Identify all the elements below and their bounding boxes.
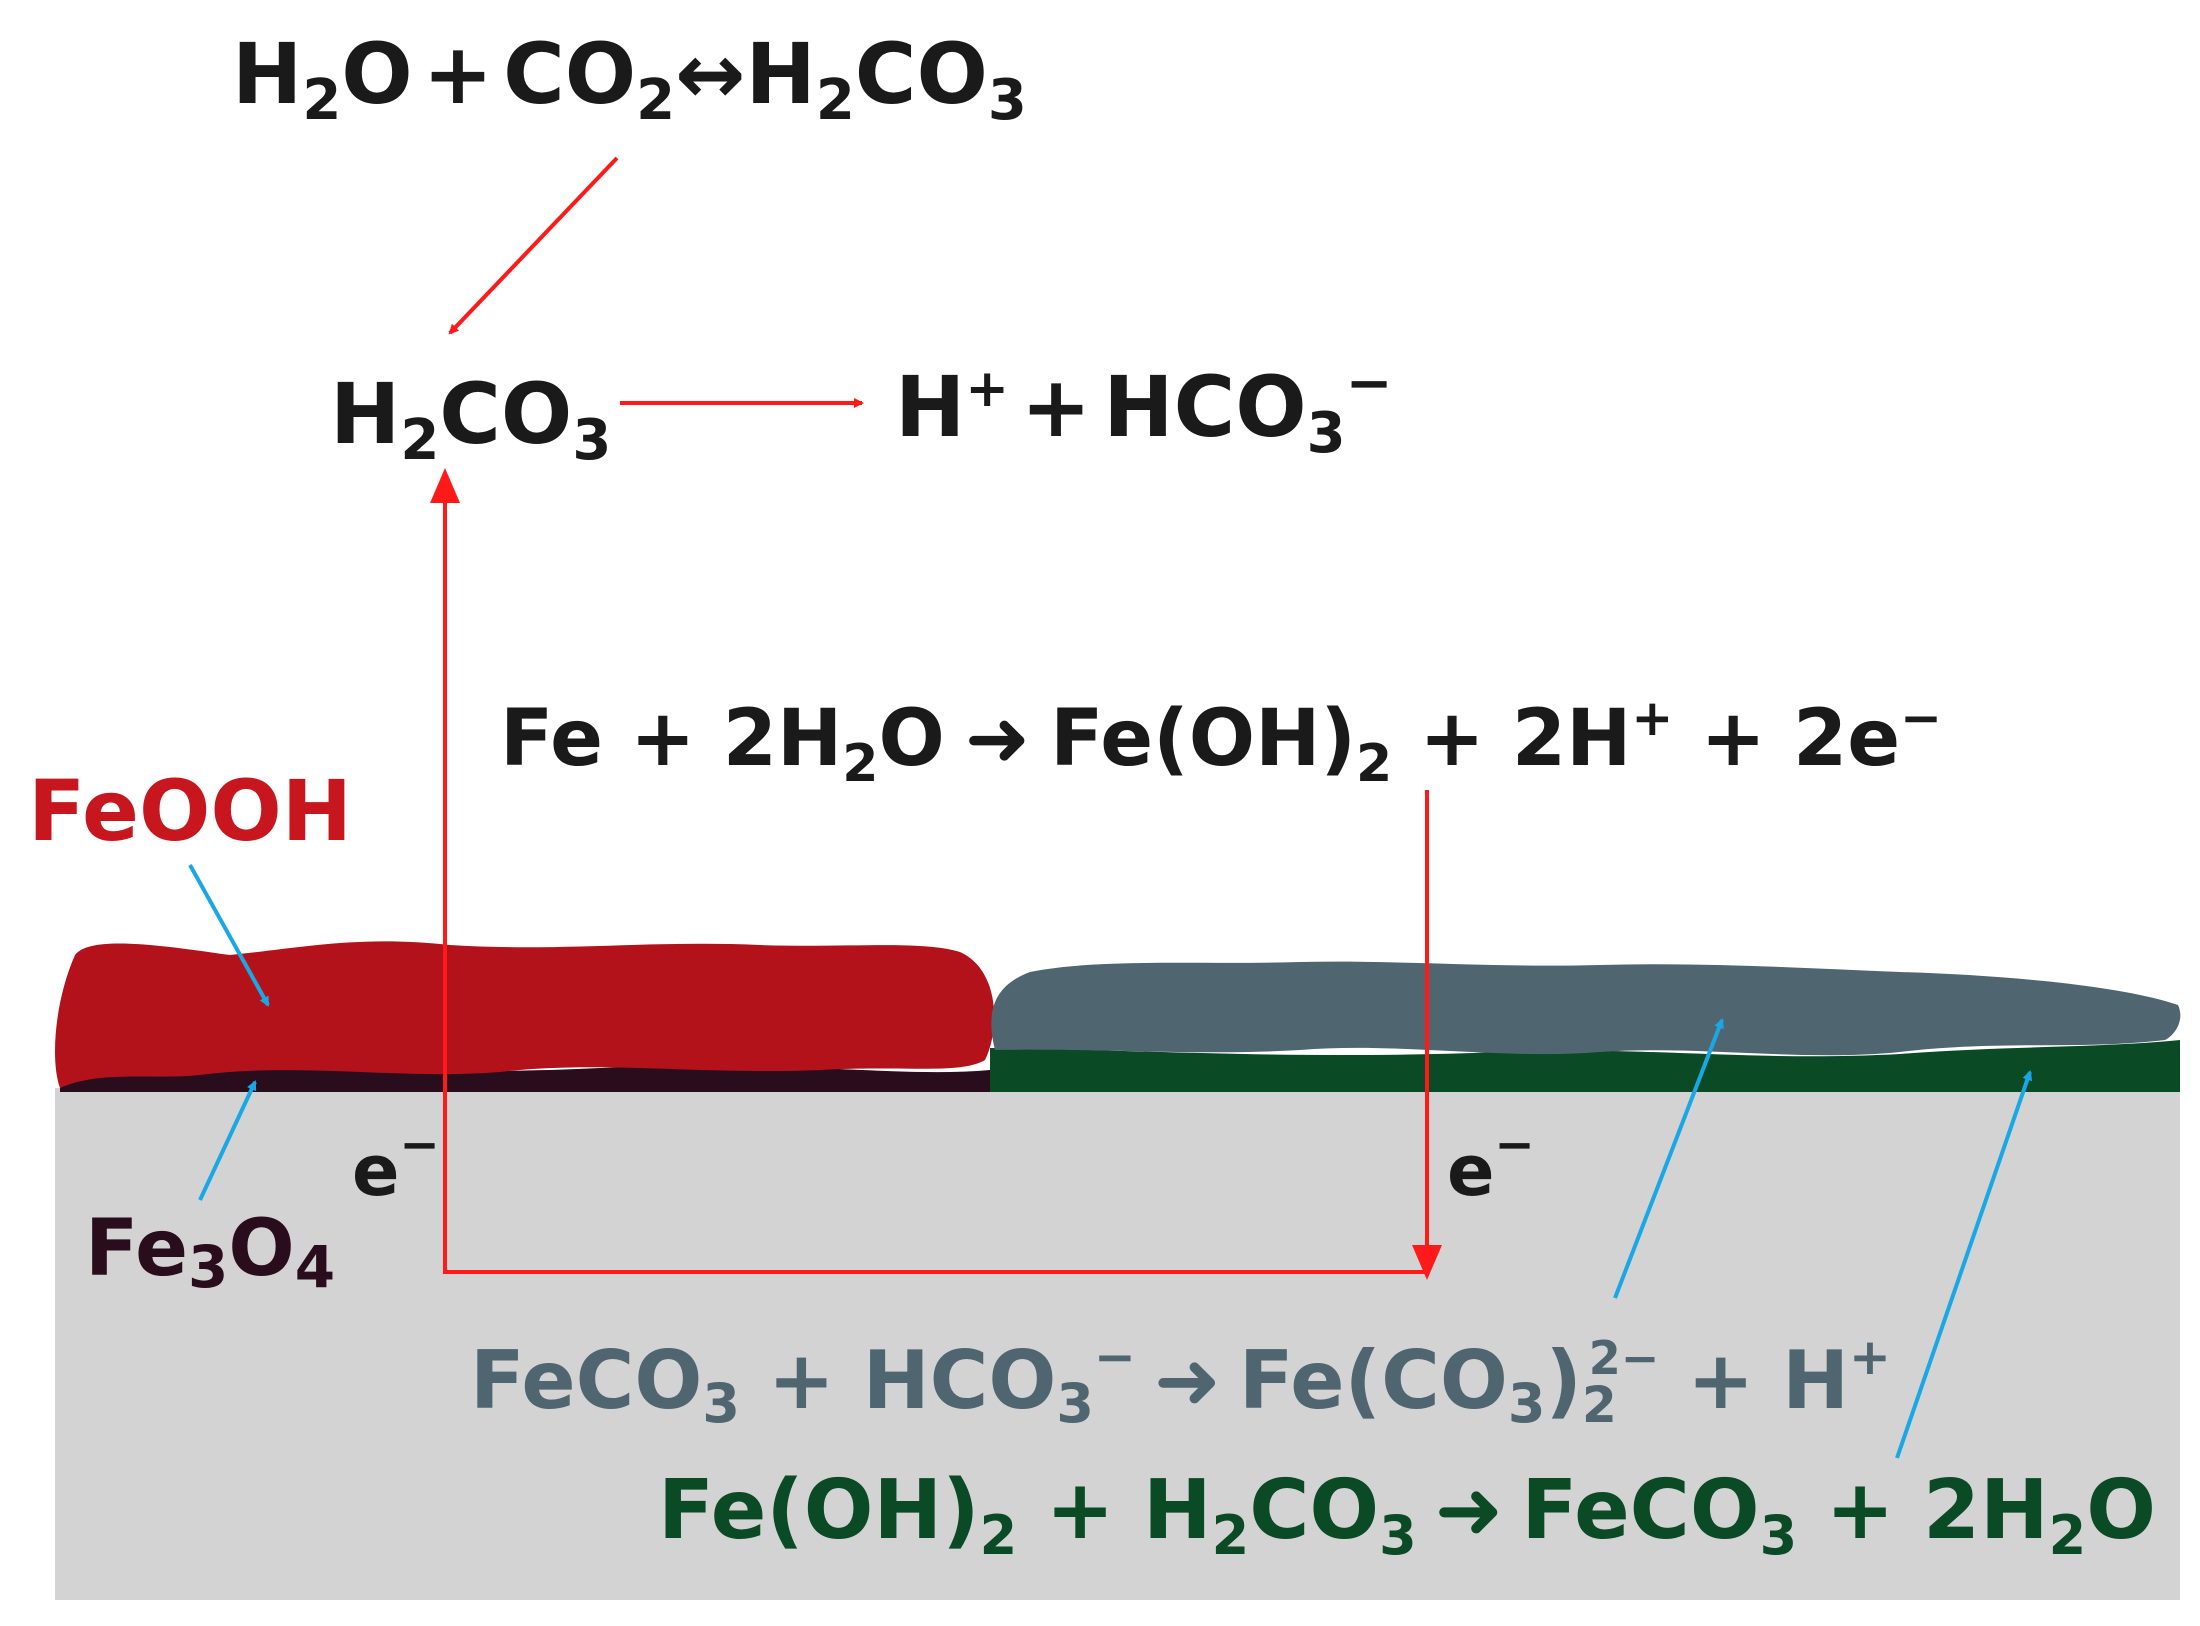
feooh-label: FeOOH <box>28 762 352 860</box>
electron-label-left: e− <box>352 1117 440 1212</box>
feooh-layer <box>55 941 995 1088</box>
iron-oxidation-equation: Fe + 2H2O➜Fe(OH)2 + 2H+ + 2e− <box>500 689 1942 794</box>
electron-circuit-head-up <box>430 468 460 503</box>
steel-substrate <box>55 1088 2180 1600</box>
dissociation-products: H++HCO3− <box>895 351 1393 466</box>
fe3o4-label: Fe3O4 <box>85 1204 335 1301</box>
complex-layer <box>991 961 2181 1056</box>
fe3o4-layer <box>60 1065 990 1092</box>
feco3-layer <box>990 1040 2180 1092</box>
feco3-pointer-arrow <box>1895 1070 2033 1459</box>
carbonic-acid-label: H2CO3 <box>330 365 611 473</box>
complex-pointer-arrow <box>1613 1018 1724 1299</box>
fe3o4-pointer-arrow <box>198 1080 257 1201</box>
hydration-to-carbonic-arrow <box>448 156 619 335</box>
electron-label-right: e− <box>1447 1117 1535 1212</box>
siderite-formation-equation: Fe(OH)2 + H2CO3➜FeCO3 + 2H2O <box>658 1463 2156 1567</box>
complex-formation-equation: FeCO3 + HCO3−➜Fe(CO3)22− + H+ <box>470 1328 1891 1435</box>
feooh-pointer-arrow <box>188 864 270 1007</box>
co2-hydration-equation: H2O+CO2↔H2CO3 <box>232 25 1027 133</box>
electron-circuit-arrow <box>443 475 1429 1275</box>
electron-circuit-head-down <box>1412 1245 1442 1280</box>
